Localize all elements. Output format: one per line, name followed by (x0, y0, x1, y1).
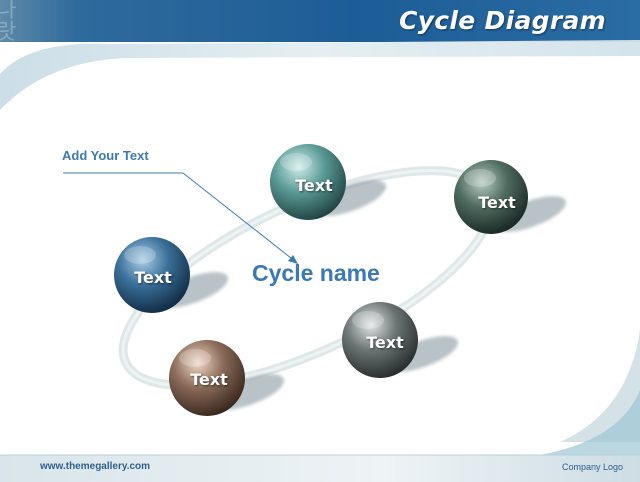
header-swoosh (0, 40, 640, 110)
content-area (0, 42, 640, 482)
callout-text: Add Your Text (62, 148, 149, 163)
right-swoosh (560, 330, 640, 442)
cycle-node-2-label: Text (478, 193, 516, 212)
cycle-name-label: Cycle name (252, 260, 380, 286)
cycle-node-5-label: Text (190, 370, 228, 389)
cycle-node-2 (454, 160, 528, 234)
cycle-node-1 (270, 144, 346, 220)
cycle-node-3-label: Text (134, 268, 172, 287)
right-swoosh-accent (540, 390, 640, 455)
header-band (0, 0, 640, 42)
company-logo: Company Logo (561, 462, 623, 472)
cycle-node-1-label: Text (295, 176, 333, 195)
cycle-node-4 (342, 302, 418, 378)
footer-url: www.themegallery.com (40, 461, 151, 472)
cycle-node-4-label: Text (366, 333, 404, 352)
callout-arrow (182, 172, 297, 263)
cycle-node-5 (169, 340, 245, 416)
page-title: Cycle Diagram (399, 6, 606, 35)
cycle-node-3 (114, 237, 190, 313)
footer-band (0, 455, 640, 482)
